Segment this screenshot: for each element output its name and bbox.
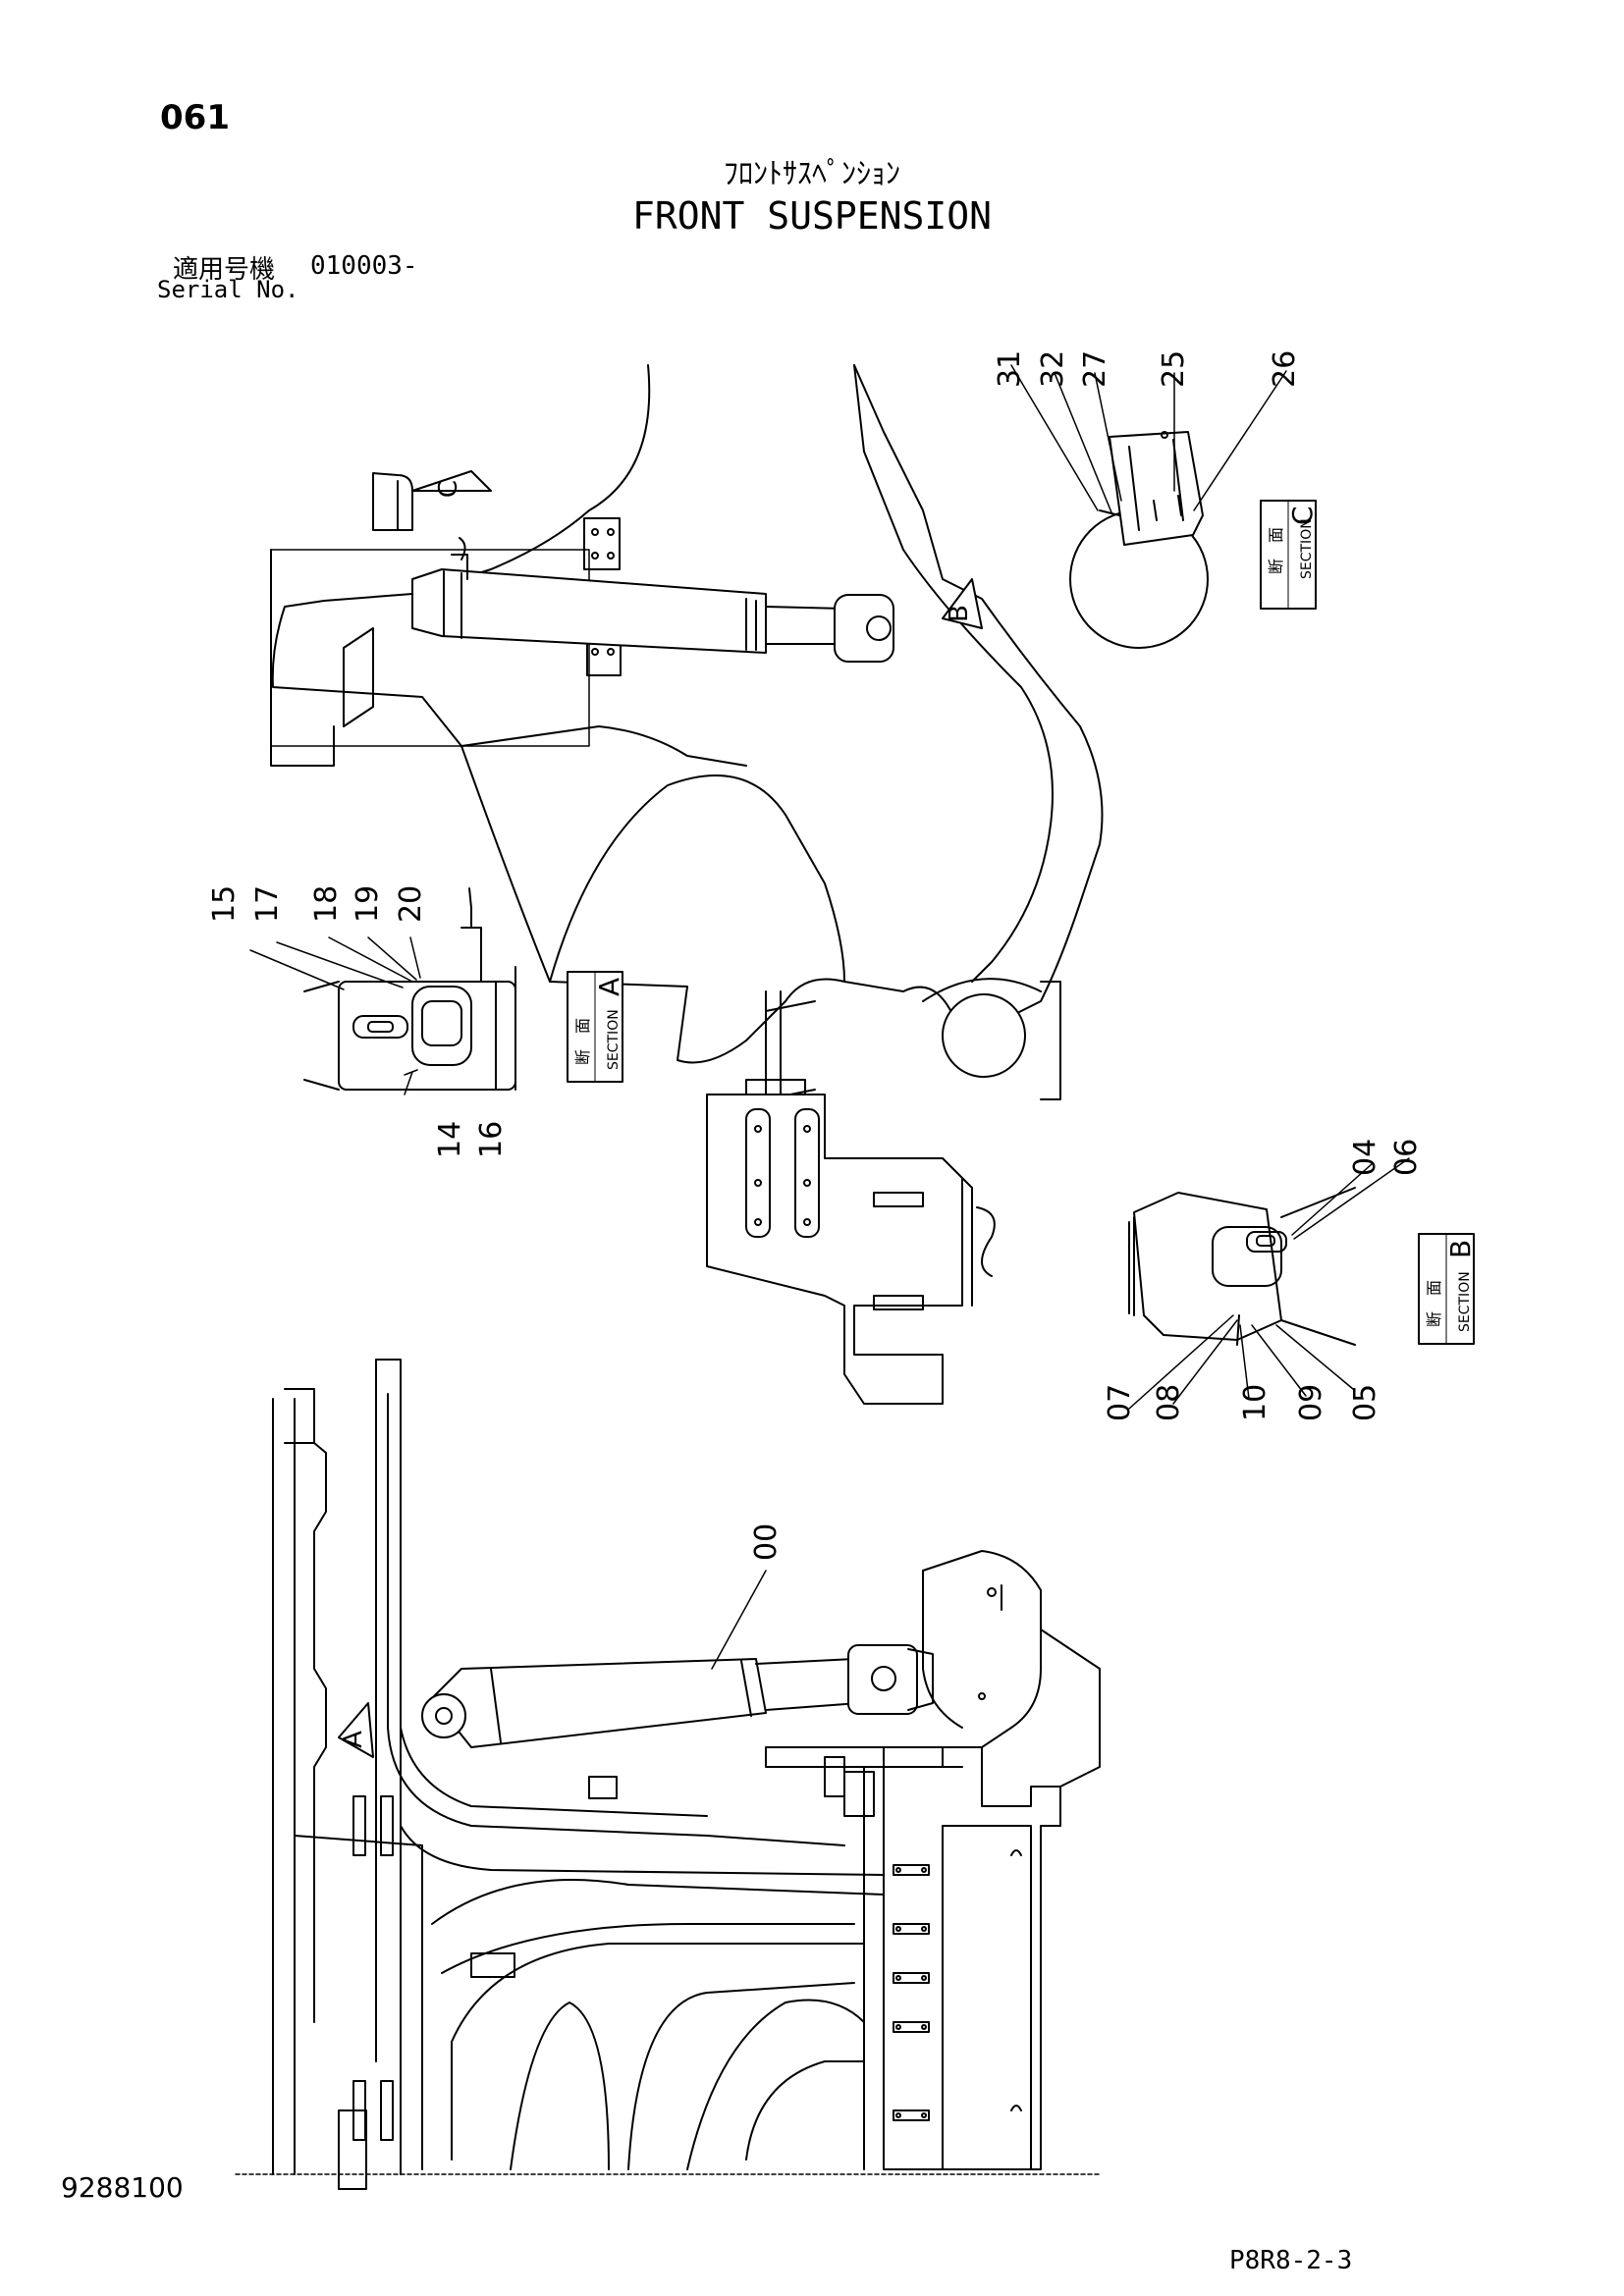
svg-text:B: B (1444, 1240, 1477, 1258)
section-label-a: 断 面 SECTION A (573, 978, 625, 1070)
view-label-a: A (339, 1731, 368, 1748)
svg-text:断 面: 断 面 (573, 1018, 592, 1065)
part-number: 27 (1078, 350, 1112, 388)
part-number: 14 (433, 1121, 467, 1158)
view-label-b: B (945, 605, 974, 622)
upper-lower-bracket (706, 978, 1061, 1405)
part-number: 16 (474, 1121, 509, 1158)
cylinder-upper (411, 537, 894, 663)
svg-text:SECTION: SECTION (1299, 518, 1315, 579)
part-number: 10 (1238, 1384, 1272, 1421)
view-arrows (338, 470, 983, 1758)
part-number: 31 (993, 350, 1027, 388)
section-label-c: 断 面 SECTION C (1267, 506, 1319, 579)
serial-label-japanese: 適用号機 (173, 255, 276, 285)
view-label-c: C (434, 480, 463, 498)
part-number: 07 (1103, 1384, 1137, 1421)
serial-value: 010003- (310, 251, 418, 281)
section-c-detail (1010, 364, 1287, 649)
page-code: P8R8-2-3 (1229, 2246, 1353, 2275)
title-japanese: ﾌﾛﾝﾄｻｽﾍﾟﾝｼｮﾝ (724, 157, 900, 191)
serial-label-english: Serial No. (157, 276, 299, 303)
part-number: 26 (1268, 350, 1302, 388)
section-b-detail (1128, 1157, 1410, 1410)
part-number-main: 00 (749, 1523, 784, 1561)
upper-frame (270, 364, 1104, 1064)
part-number: 20 (394, 885, 428, 923)
title-english: FRONT SUSPENSION (631, 194, 993, 238)
part-number: 25 (1157, 350, 1191, 388)
svg-text:SECTION: SECTION (606, 1009, 622, 1070)
svg-text:断 面: 断 面 (1267, 527, 1285, 574)
part-number: 04 (1348, 1139, 1382, 1176)
part-number: 19 (351, 885, 385, 923)
part-number: 32 (1036, 350, 1070, 388)
part-number: 18 (309, 885, 344, 923)
section-label-b: 断 面 SECTION B (1425, 1240, 1477, 1332)
svg-text:断 面: 断 面 (1425, 1280, 1443, 1327)
svg-text:SECTION: SECTION (1457, 1271, 1473, 1332)
part-number: 05 (1348, 1384, 1382, 1421)
part-number: 17 (250, 885, 285, 923)
lower-frame (272, 1359, 1101, 2190)
cylinder-lower (421, 1570, 934, 1748)
drawing-number: 9288100 (61, 2171, 184, 2204)
section-boxes (567, 500, 1475, 1345)
page-number: 061 (160, 98, 230, 137)
part-number: 15 (207, 885, 242, 923)
svg-text:A: A (593, 978, 625, 996)
part-number: 09 (1294, 1384, 1328, 1421)
part-number: 06 (1389, 1139, 1424, 1176)
section-a-detail (249, 887, 516, 1095)
svg-text:C: C (1286, 506, 1319, 525)
part-number: 08 (1152, 1384, 1186, 1421)
